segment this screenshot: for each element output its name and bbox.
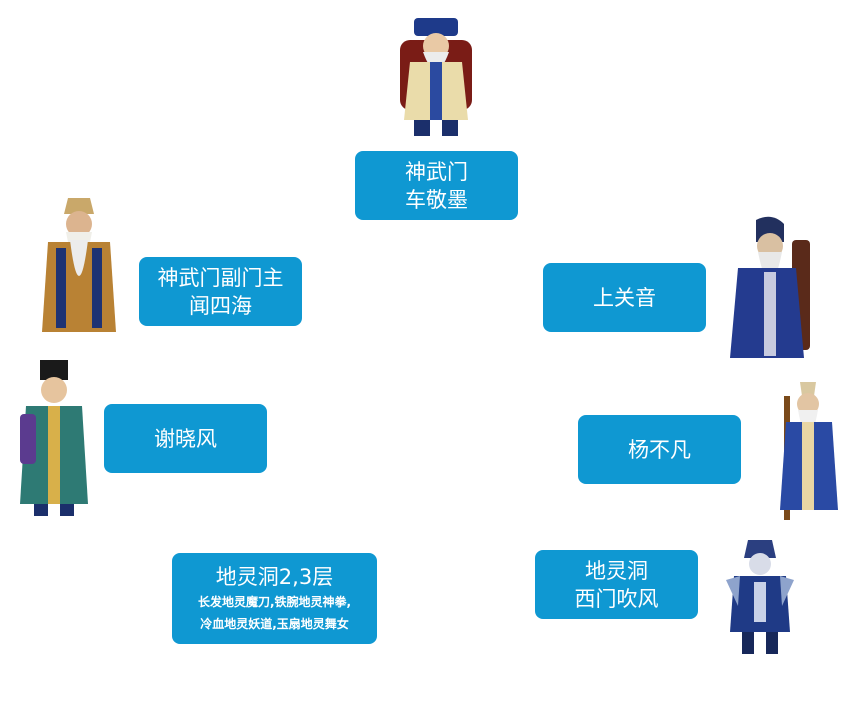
npc-label-line: 神武门 bbox=[405, 159, 468, 184]
npc-label-top[interactable]: 神武门 车敬墨 bbox=[355, 151, 518, 220]
npc-label-line: 杨不凡 bbox=[628, 437, 691, 462]
npc-label-line: 地灵洞 bbox=[585, 558, 648, 583]
npc-label-line: 西门吹风 bbox=[574, 586, 659, 611]
npc-label-line: 闻四海 bbox=[189, 293, 252, 318]
npc-label-right-mid[interactable]: 杨不凡 bbox=[578, 415, 741, 484]
npc-label-left-bottom[interactable]: 地灵洞2,3层 长发地灵魔刀,铁腕地灵神拳, 冷血地灵妖道,玉扇地灵舞女 bbox=[172, 553, 377, 644]
npc-label-line: 车敬墨 bbox=[405, 187, 468, 212]
warrior-figure[interactable] bbox=[724, 536, 796, 658]
npc-label-line: 上关音 bbox=[593, 285, 656, 310]
npc-label-subline: 长发地灵魔刀,铁腕地灵神拳, bbox=[197, 594, 352, 609]
scholar-figure[interactable] bbox=[14, 354, 94, 520]
npc-label-line: 神武门副门主 bbox=[157, 265, 284, 290]
npc-label-left-mid[interactable]: 谢晓风 bbox=[104, 404, 267, 473]
npc-label-line: 谢晓风 bbox=[154, 426, 217, 451]
elder-seated-figure[interactable] bbox=[390, 10, 482, 140]
npc-label-right-bottom[interactable]: 地灵洞 西门吹风 bbox=[535, 550, 698, 619]
npc-label-subline: 冷血地灵妖道,玉扇地灵舞女 bbox=[200, 616, 349, 631]
npc-label-line: 地灵洞2,3层 bbox=[215, 564, 334, 589]
elder-robed-figure[interactable] bbox=[38, 192, 120, 340]
hermit-staff-figure[interactable] bbox=[724, 212, 820, 362]
npc-label-left-top[interactable]: 神武门副门主 闻四海 bbox=[139, 257, 302, 326]
sage-staff-figure[interactable] bbox=[770, 376, 842, 522]
npc-label-right-top[interactable]: 上关音 bbox=[543, 263, 706, 332]
